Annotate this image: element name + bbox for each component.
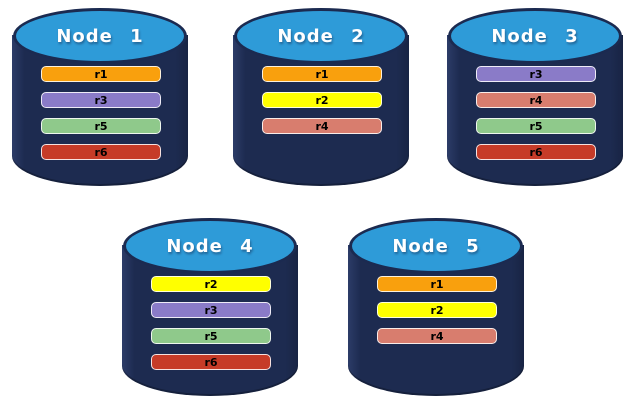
replica-bar-r4: r4 [476,92,596,108]
cylinder-top: Node 5 [349,218,523,274]
replica-bar-r3: r3 [41,92,161,108]
replica-list: r1 r2 r4 [262,66,382,134]
replica-bar-r5: r5 [476,118,596,134]
db-node: Node 1 r1 r3 r5 r6 [12,8,188,186]
replica-bar-r2: r2 [377,302,497,318]
replica-bar-r5: r5 [151,328,271,344]
node-label: Node 3 [491,25,579,47]
cylinder-top: Node 3 [448,8,622,64]
node-label: Node 4 [166,235,254,257]
db-node: Node 4 r2 r3 r5 r6 [122,218,298,396]
cylinder-top: Node 2 [234,8,408,64]
replica-bar-r2: r2 [262,92,382,108]
node-label: Node 5 [392,235,480,257]
replica-bar-r3: r3 [476,66,596,82]
db-node: Node 3 r3 r4 r5 r6 [447,8,623,186]
replica-bar-r4: r4 [377,328,497,344]
db-node: Node 5 r1 r2 r4 [348,218,524,396]
replica-bar-r6: r6 [476,144,596,160]
replica-bar-r6: r6 [151,354,271,370]
replica-bar-r6: r6 [41,144,161,160]
replica-bar-r1: r1 [262,66,382,82]
replica-bar-r1: r1 [41,66,161,82]
replica-list: r1 r3 r5 r6 [41,66,161,160]
db-node: Node 2 r1 r2 r4 [233,8,409,186]
replica-bar-r3: r3 [151,302,271,318]
replica-bar-r2: r2 [151,276,271,292]
replica-bar-r1: r1 [377,276,497,292]
replica-bar-r5: r5 [41,118,161,134]
replica-list: r3 r4 r5 r6 [476,66,596,160]
cylinder-top: Node 4 [123,218,297,274]
replica-bar-r4: r4 [262,118,382,134]
node-label: Node 2 [277,25,365,47]
replica-list: r2 r3 r5 r6 [151,276,271,370]
replica-list: r1 r2 r4 [377,276,497,344]
cylinder-top: Node 1 [13,8,187,64]
node-label: Node 1 [56,25,144,47]
